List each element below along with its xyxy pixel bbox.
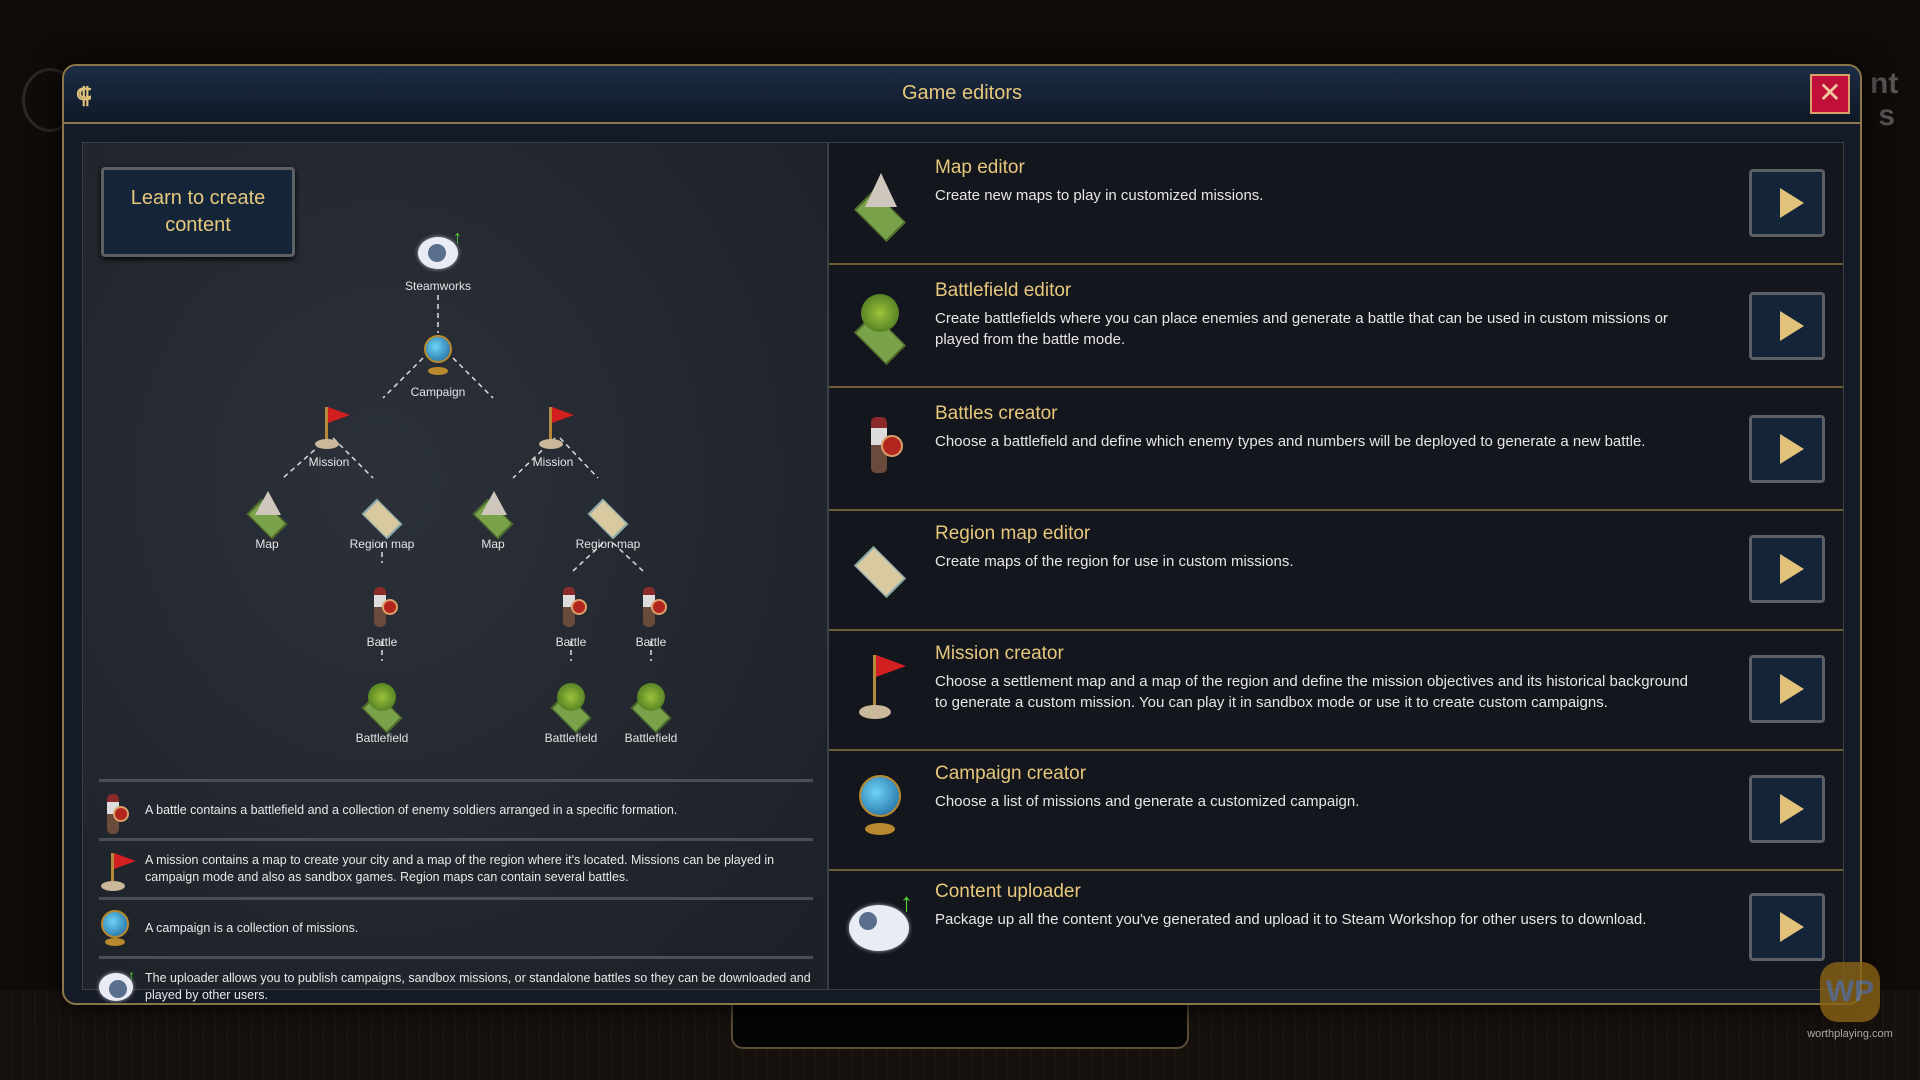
map-editor-icon (243, 485, 291, 540)
editor-row-region-map-editor: Region map editor Create maps of the reg… (829, 509, 1843, 631)
watermark-text: worthplaying.com (1807, 1028, 1893, 1040)
tree-node-region-map: Region map (332, 485, 432, 551)
region-map-icon (843, 529, 917, 603)
open-mission-creator-button[interactable] (1749, 655, 1825, 723)
tree-node-battlefield: Battlefield (521, 679, 621, 745)
content-hierarchy-panel: Learn to create content ↑Steamworks Camp… (82, 142, 828, 1002)
tree-node-battle: Battle (332, 583, 432, 649)
dialog-title: Game editors (901, 82, 1023, 104)
mission-flag-icon (843, 649, 917, 723)
battlefield-icon (843, 286, 917, 366)
open-map-editor-button[interactable] (1749, 169, 1825, 237)
editor-row-battles-creator: Battles creator Choose a battlefield and… (829, 389, 1843, 511)
tree-node-campaign: Campaign (388, 333, 488, 399)
tree-node-battlefield: Battlefield (601, 679, 701, 745)
tree-node-battlefield: Battlefield (332, 679, 432, 745)
battle-icon (358, 583, 406, 631)
open-campaign-creator-button[interactable] (1749, 775, 1825, 843)
battlefield-icon (627, 679, 675, 734)
note-mission: A mission contains a map to create your … (99, 838, 813, 897)
mission-flag-icon (529, 403, 577, 451)
editor-row-battlefield-editor: Battlefield editor Create battlefields w… (829, 266, 1843, 388)
battle-icon (99, 790, 135, 834)
tree-node-battle: Battle (601, 583, 701, 649)
steam-upload-icon: ↑ (414, 227, 462, 275)
open-region-map-editor-button[interactable] (1749, 535, 1825, 603)
open-battles-creator-button[interactable] (1749, 415, 1825, 483)
hierarchy-lines (282, 295, 652, 661)
close-button[interactable]: ✕ (1810, 74, 1850, 114)
battle-icon (547, 583, 595, 631)
tree-node-region-map: Region map (558, 485, 658, 551)
globe-icon (99, 908, 135, 948)
background-text: nt s (1870, 67, 1899, 132)
region-map-icon (584, 485, 632, 540)
watermark-logo: WP (1820, 962, 1880, 1022)
region-map-icon (358, 485, 406, 540)
editor-row-mission-creator: Mission creator Choose a settlement map … (829, 629, 1843, 751)
editor-row-map-editor: Map editor Create new maps to play in cu… (829, 143, 1843, 265)
steam-upload-icon: ↑ (99, 967, 135, 1007)
tree-node-mission: Mission (503, 407, 603, 469)
battle-icon (627, 583, 675, 631)
battlefield-icon (547, 679, 595, 734)
editors-list: Map editor Create new maps to play in cu… (828, 142, 1844, 990)
note-battle: A battle contains a battlefield and a co… (99, 779, 813, 838)
battlefield-icon (358, 679, 406, 734)
battle-icon (843, 409, 917, 483)
steam-upload-icon: ↑ (843, 887, 917, 961)
editor-row-content-uploader: ↑ Content uploader Package up all the co… (829, 867, 1843, 989)
globe-icon (414, 333, 462, 381)
tree-node-steamworks: ↑Steamworks (404, 227, 472, 293)
watermark: WP worthplaying.com (1800, 962, 1900, 1040)
game-editors-dialog: ⸿ Game editors ✕ Learn to create content… (62, 64, 1862, 1005)
mission-flag-icon (305, 403, 353, 451)
map-editor-icon (843, 163, 917, 243)
mission-flag-icon (99, 849, 136, 891)
editor-row-campaign-creator: Campaign creator Choose a list of missio… (829, 749, 1843, 871)
bottom-dock (731, 1005, 1189, 1049)
tree-node-mission: Mission (279, 407, 379, 469)
globe-icon (843, 769, 917, 843)
tree-node-battle: Battle (521, 583, 621, 649)
note-campaign: A campaign is a collection of missions. (99, 897, 813, 956)
tree-node-map: Map (443, 485, 543, 551)
legend-notes: A battle contains a battlefield and a co… (99, 779, 813, 1015)
close-icon: ✕ (1818, 77, 1842, 108)
note-uploader: ↑The uploader allows you to publish camp… (99, 956, 813, 1015)
tree-node-map: Map (217, 485, 317, 551)
open-content-uploader-button[interactable] (1749, 893, 1825, 961)
learn-to-create-content-button[interactable]: Learn to create content (101, 167, 295, 257)
title-bar: ⸿ Game editors ✕ (64, 66, 1860, 124)
corner-ornament-icon: ⸿ (76, 83, 92, 108)
map-editor-icon (469, 485, 517, 540)
open-battlefield-editor-button[interactable] (1749, 292, 1825, 360)
